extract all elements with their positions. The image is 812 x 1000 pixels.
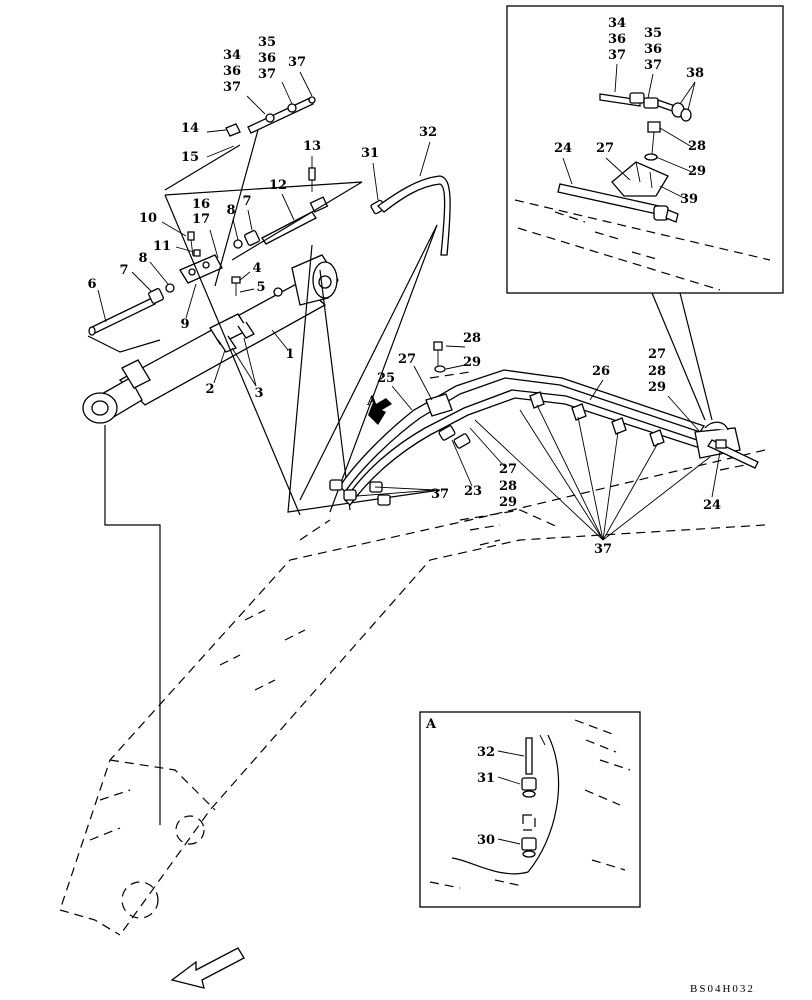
callout-lbl-6: 6 — [87, 277, 96, 292]
callout-lbl-16: 16 — [192, 197, 210, 212]
callout-lbl-13: 13 — [303, 139, 321, 154]
callout-lbl-2: 2 — [205, 382, 214, 397]
callout-insa-31: 31 — [477, 771, 495, 786]
callout-lbl-27c: 27 — [499, 462, 517, 477]
leaders-37 — [474, 404, 711, 541]
callout-lbl-37a: 37 — [223, 80, 241, 95]
cylinder-connector-lines — [87, 129, 441, 516]
callout-ins-28: 28 — [688, 139, 706, 154]
callout-lbl-15: 15 — [181, 150, 199, 165]
callout-lbl-4: 4 — [252, 261, 261, 276]
callout-insa-32: 32 — [477, 745, 495, 760]
callout-ins-27: 27 — [596, 141, 614, 156]
callout-lbl-36a: 36 — [223, 64, 241, 79]
direction-arrow — [170, 947, 245, 989]
boom-cylinder — [82, 254, 339, 424]
callout-lbl-8a: 8 — [226, 203, 235, 218]
callout-lbl-37e: 37 — [594, 542, 612, 557]
callout-lbl-37d: 37 — [431, 487, 449, 502]
callout-lbl-11: 11 — [153, 239, 171, 254]
callout-ins-37a: 37 — [608, 48, 626, 63]
callout-lbl-37c: 37 — [288, 55, 306, 70]
callout-lbl-28a: 28 — [463, 331, 481, 346]
view-a-arrow — [368, 398, 392, 425]
callout-lbl-29c: 29 — [499, 495, 517, 510]
callout-lbl-36b: 36 — [258, 51, 276, 66]
callout-ins-38: 38 — [686, 66, 704, 81]
callout-lbl-29b: 29 — [648, 380, 666, 395]
callout-lbl-3: 3 — [254, 386, 263, 401]
callout-ins-24: 24 — [554, 141, 572, 156]
callout-ins-39: 39 — [680, 192, 698, 207]
inset-a-callout-labels: A 32 31 30 — [425, 717, 495, 848]
inset-top — [506, 5, 784, 294]
callout-lbl-37b: 37 — [258, 67, 276, 82]
callout-lbl-32: 32 — [419, 125, 437, 140]
leader-lines — [97, 71, 721, 498]
callout-ins-35: 35 — [644, 26, 662, 41]
callout-ins-36b: 36 — [644, 42, 662, 57]
callout-lbl-A1: A — [366, 394, 378, 409]
callout-lbl-29a: 29 — [463, 355, 481, 370]
callout-lbl-10: 10 — [139, 211, 157, 226]
callout-lbl-28c: 28 — [499, 479, 517, 494]
callout-lbl-9: 9 — [180, 317, 189, 332]
callout-lbl-24a: 24 — [703, 498, 721, 513]
callout-lbl-27a: 27 — [398, 352, 416, 367]
callout-lbl-34a: 34 — [223, 48, 241, 63]
callout-ins-37b: 37 — [644, 58, 662, 73]
callout-lbl-17: 17 — [192, 212, 210, 227]
callout-lbl-31: 31 — [361, 146, 379, 161]
callout-lbl-1: 1 — [285, 347, 294, 362]
callout-lbl-26: 26 — [592, 364, 610, 379]
boom-outline — [59, 449, 766, 936]
callout-lbl-5: 5 — [256, 280, 265, 295]
callout-insa-30: 30 — [477, 833, 495, 848]
cylinder-pipes — [88, 96, 451, 336]
callout-lbl-7a: 7 — [242, 194, 251, 209]
callout-lbl-27b: 27 — [648, 347, 666, 362]
callout-lbl-25: 25 — [377, 371, 395, 386]
boom-pipe-run — [329, 341, 759, 506]
callout-lbl-14: 14 — [181, 121, 199, 136]
drawing-code: BS04H032 — [690, 983, 755, 995]
callout-lbl-12: 12 — [269, 178, 287, 193]
callout-lbl-28b: 28 — [648, 364, 666, 379]
callout-lbl-23: 23 — [464, 484, 482, 499]
callout-ins-29: 29 — [688, 164, 706, 179]
inset-top-leaders — [651, 292, 713, 421]
callout-lbl-35a: 35 — [258, 35, 276, 50]
callout-ins-36a: 36 — [608, 32, 626, 47]
inset-a — [419, 711, 641, 908]
callout-insa-A: A — [425, 717, 437, 732]
callout-lbl-7b: 7 — [119, 263, 128, 278]
cylinder-foot-leader — [104, 425, 161, 825]
callout-lbl-8b: 8 — [138, 251, 147, 266]
callout-ins-34: 34 — [608, 16, 626, 31]
